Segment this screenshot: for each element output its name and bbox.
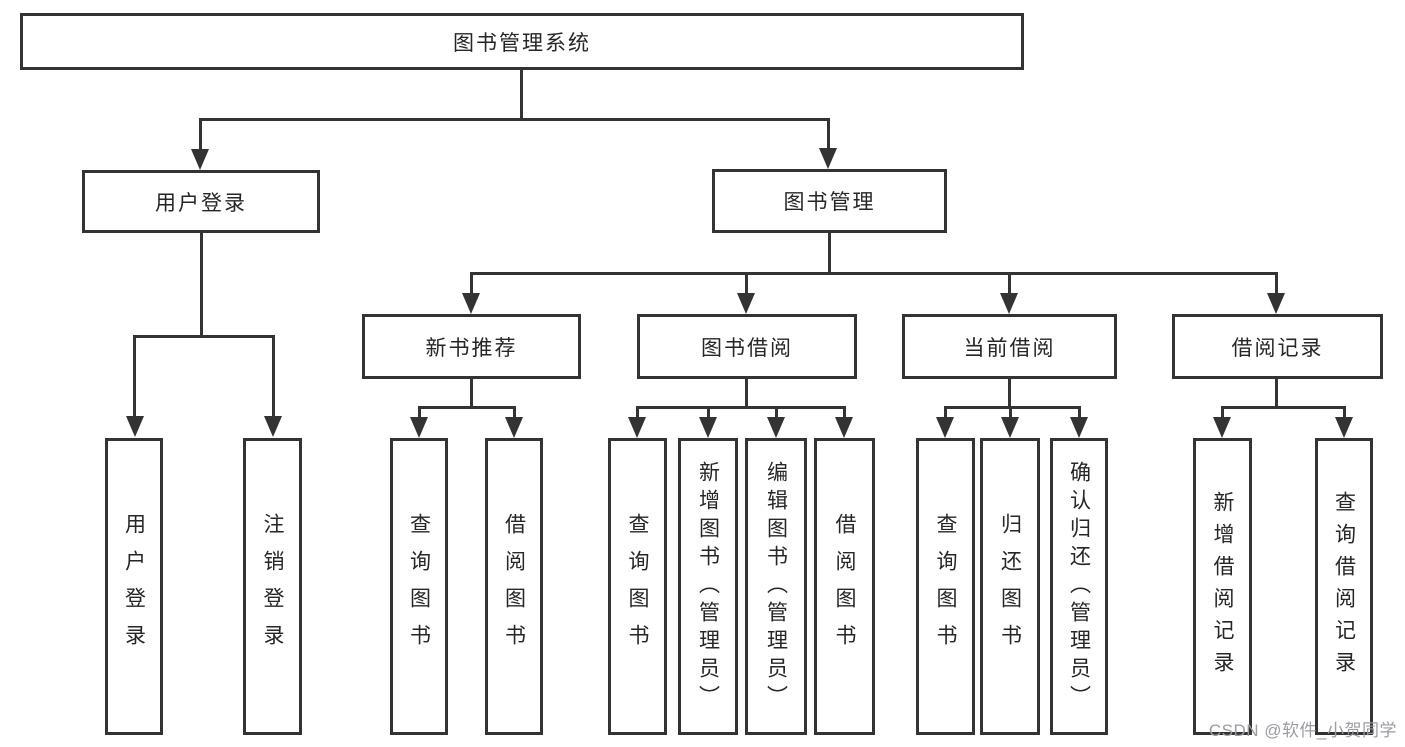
- connector-line: [133, 335, 275, 338]
- arrowhead: [264, 416, 282, 437]
- node-root: 图书管理系统: [20, 13, 1024, 70]
- leaf-label: 新增借阅记录: [1211, 490, 1234, 683]
- connector-line: [470, 272, 473, 294]
- connector-line: [827, 118, 830, 150]
- connector-line: [1275, 379, 1278, 408]
- leaf-label: 归还图书: [998, 512, 1022, 661]
- leaf-add-borrow-record: 新增借阅记录: [1193, 438, 1252, 735]
- connector-line: [199, 118, 830, 121]
- csdn-watermark: CSDN @软件_小贺同学: [1208, 721, 1397, 740]
- arrowhead: [767, 417, 785, 438]
- arrowhead: [936, 417, 954, 438]
- connector-line: [470, 379, 473, 408]
- connector-line: [636, 406, 846, 409]
- leaf-query-book: 查询图书: [608, 438, 667, 735]
- leaf-label: 新增图书（管理员）: [696, 460, 720, 713]
- leaf-label: 用户登录: [122, 512, 146, 661]
- leaf-label: 编辑图书（管理员）: [764, 460, 788, 713]
- connector-line: [418, 406, 421, 418]
- node-book-borrow: 图书借阅: [637, 314, 857, 379]
- connector-line: [418, 406, 516, 409]
- leaf-label: 查询图书: [407, 512, 431, 661]
- arrowhead: [1001, 417, 1019, 438]
- connector-line: [707, 406, 710, 418]
- leaf-query-book: 查询图书: [390, 438, 448, 735]
- arrowhead: [1213, 417, 1231, 438]
- connector-line: [1008, 272, 1011, 294]
- node-user-login: 用户登录: [82, 170, 320, 233]
- leaf-user-login: 用户登录: [105, 438, 163, 735]
- leaf-borrow-book: 借阅图书: [485, 438, 543, 735]
- arrowhead: [191, 149, 209, 170]
- leaf-logout: 注销登录: [243, 438, 302, 735]
- connector-line: [513, 406, 516, 418]
- arrowhead: [126, 416, 144, 437]
- arrowhead: [628, 417, 646, 438]
- connector-line: [1009, 406, 1012, 418]
- arrowhead: [1070, 417, 1088, 438]
- connector-line: [828, 233, 831, 274]
- leaf-label: 借阅图书: [502, 512, 526, 661]
- leaf-label: 确认归还（管理员）: [1067, 460, 1091, 713]
- connector-line: [745, 379, 748, 408]
- connector-line: [1221, 406, 1224, 418]
- arrowhead: [819, 148, 837, 169]
- leaf-add-book-admin: 新增图书（管理员）: [678, 438, 738, 735]
- leaf-label: 借阅图书: [833, 512, 856, 661]
- leaf-edit-book-admin: 编辑图书（管理员）: [745, 438, 807, 735]
- leaf-return-book: 归还图书: [980, 438, 1040, 735]
- leaf-label: 查询借阅记录: [1332, 490, 1356, 683]
- arrowhead: [1335, 417, 1353, 438]
- connector-line: [944, 406, 1081, 409]
- arrowhead: [1000, 293, 1018, 314]
- connector-line: [636, 406, 639, 418]
- connector-line: [1078, 406, 1081, 418]
- arrowhead: [505, 417, 523, 438]
- node-current-borrow: 当前借阅: [902, 314, 1117, 379]
- arrowhead: [737, 293, 755, 314]
- arrowhead: [410, 417, 428, 438]
- connector-line: [775, 406, 778, 418]
- connector-line: [200, 233, 203, 338]
- leaf-confirm-return-admin: 确认归还（管理员）: [1050, 438, 1108, 735]
- connector-line: [944, 406, 947, 418]
- leaf-label: 查询图书: [934, 512, 957, 661]
- node-new-book-recommend: 新书推荐: [362, 314, 581, 379]
- leaf-query-borrow-record: 查询借阅记录: [1315, 438, 1373, 735]
- arrowhead: [462, 293, 480, 314]
- arrowhead: [835, 417, 853, 438]
- arrowhead: [1267, 293, 1285, 314]
- connector-line: [745, 272, 748, 294]
- leaf-label: 查询图书: [626, 512, 649, 661]
- connector-line: [1275, 272, 1278, 294]
- connector-line: [199, 118, 202, 150]
- arrowhead: [699, 417, 717, 438]
- connector-line: [1343, 406, 1346, 418]
- connector-line: [843, 406, 846, 418]
- leaf-label: 注销登录: [261, 512, 284, 661]
- connector-line: [1221, 406, 1346, 409]
- connector-line: [470, 272, 1278, 275]
- leaf-query-book: 查询图书: [916, 438, 975, 735]
- node-book-management: 图书管理: [712, 169, 947, 233]
- node-borrow-record: 借阅记录: [1172, 314, 1383, 379]
- leaf-borrow-book: 借阅图书: [814, 438, 875, 735]
- connector-line: [272, 335, 275, 417]
- connector-line: [1008, 379, 1011, 408]
- connector-line: [520, 69, 523, 120]
- connector-line: [133, 335, 136, 417]
